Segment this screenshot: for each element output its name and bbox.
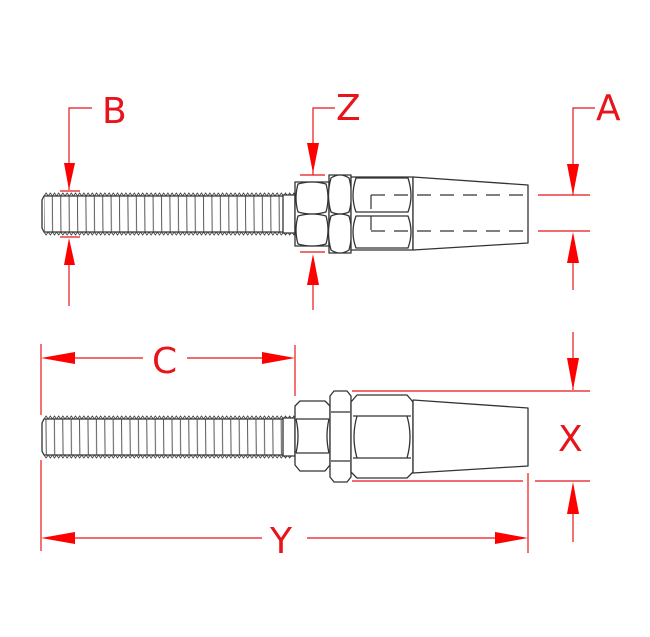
label-b: B bbox=[102, 91, 127, 132]
threaded-stud-top bbox=[41, 192, 301, 236]
threaded-stud-bottom bbox=[41, 415, 297, 459]
dimension-b: B bbox=[60, 91, 127, 306]
thread-teeth-bottom bbox=[43, 415, 297, 459]
dimension-y: Y bbox=[40, 460, 529, 562]
label-c: C bbox=[152, 341, 177, 382]
label-a: A bbox=[596, 88, 621, 129]
label-z: Z bbox=[336, 88, 361, 129]
dimension-x: X bbox=[352, 332, 590, 542]
label-x: X bbox=[558, 419, 583, 460]
bottom-view: C Y X bbox=[40, 332, 590, 562]
thread-teeth-top bbox=[43, 192, 301, 236]
jam-nut-top bbox=[294, 181, 330, 247]
hidden-bore-top bbox=[370, 194, 528, 232]
dimension-c: C bbox=[40, 341, 296, 415]
label-y: Y bbox=[269, 521, 293, 562]
tapered-sleeve-top bbox=[412, 176, 529, 251]
tapered-sleeve-bottom bbox=[412, 399, 529, 474]
dimension-z: Z bbox=[300, 88, 361, 310]
dimension-a: A bbox=[538, 88, 621, 290]
hex-collar-top bbox=[327, 174, 353, 254]
hex-collar-bottom bbox=[329, 390, 352, 483]
swage-hex-top bbox=[350, 176, 414, 251]
swage-hex-bottom bbox=[350, 394, 414, 479]
jam-nut-bottom bbox=[294, 400, 331, 472]
top-view: B Z A bbox=[41, 88, 621, 310]
